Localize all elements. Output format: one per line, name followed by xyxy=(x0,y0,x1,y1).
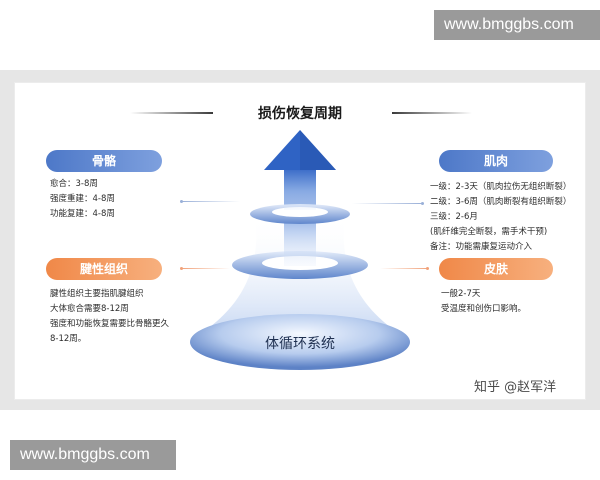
tendon-line: 强度和功能恢复需要比骨骼更久 xyxy=(50,319,170,329)
muscle-line: 二级：3-6周（肌肉断裂有组织断裂） xyxy=(430,197,572,207)
connector-muscle-dot xyxy=(421,202,424,205)
tendon-line: 大体愈合需要8-12周 xyxy=(50,304,129,314)
bone-heading: 骨骼 xyxy=(46,150,162,172)
connector-skin-dot xyxy=(426,267,429,270)
tendon-heading: 腱性组织 xyxy=(46,258,162,280)
muscle-line: 三级：2-6月 xyxy=(430,212,478,222)
skin-line: 一般2-7天 xyxy=(441,289,481,299)
bone-line: 愈合：3-8周 xyxy=(50,179,98,189)
tendon-details: 腱性组织主要指肌腱组织 大体愈合需要8-12周 强度和功能恢复需要比骨骼更久 8… xyxy=(50,287,169,347)
page-title: 损伤恢复周期 xyxy=(258,106,342,122)
bone-line: 强度重建：4-8周 xyxy=(50,194,115,204)
watermark-bottom: www.bmggbs.com xyxy=(10,440,176,470)
skin-heading: 皮肤 xyxy=(439,258,553,280)
muscle-line: 备注：功能需康复运动介入 xyxy=(430,242,533,252)
base-disc xyxy=(190,314,410,370)
connector-tendon-dot xyxy=(180,267,183,270)
watermark-top: www.bmggbs.com xyxy=(434,10,600,40)
muscle-details: 一级：2-3天（肌肉拉伤无组织断裂） 二级：3-6周（肌肉断裂有组织断裂） 三级… xyxy=(430,180,571,255)
bone-details: 愈合：3-8周 强度重建：4-8周 功能复建：4-8周 xyxy=(50,177,115,222)
tendon-line: 腱性组织主要指肌腱组织 xyxy=(50,289,144,299)
connector-skin xyxy=(380,268,428,269)
circulation-label: 体循环系统 xyxy=(265,336,335,352)
muscle-line: (肌纤维完全断裂，需手术干预) xyxy=(430,227,548,237)
connector-tendon xyxy=(182,268,230,269)
skin-line: 受温度和创伤口影响。 xyxy=(441,304,527,314)
muscle-heading: 肌肉 xyxy=(439,150,553,172)
connector-muscle xyxy=(352,203,422,204)
connector-bone xyxy=(182,201,240,202)
bone-line: 功能复建：4-8周 xyxy=(50,209,115,219)
author-credit: 知乎 @赵军洋 xyxy=(474,380,557,395)
muscle-line: 一级：2-3天（肌肉拉伤无组织断裂） xyxy=(430,182,572,192)
title-rule-left xyxy=(130,112,213,114)
connector-bone-dot xyxy=(180,200,183,203)
tendon-line: 8-12周。 xyxy=(50,334,87,344)
title-rule-right xyxy=(392,112,472,114)
skin-details: 一般2-7天 受温度和创伤口影响。 xyxy=(441,287,526,317)
